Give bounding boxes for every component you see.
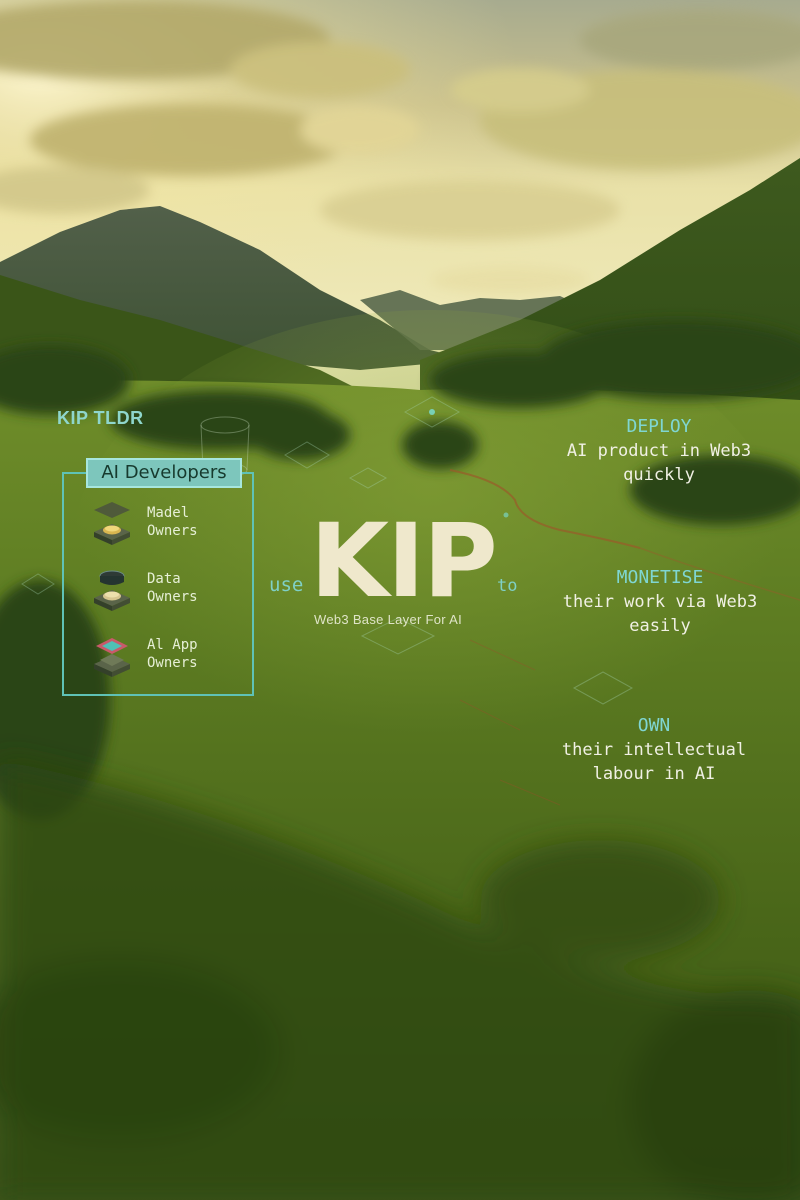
kip-title: KIP xyxy=(310,502,498,621)
kip-tldr-label: KIP TLDR xyxy=(57,408,144,428)
to-word: to xyxy=(497,576,518,596)
dev-item-data-owners: Data Owners xyxy=(90,568,250,618)
dev-item-app-owners: Al App Owners xyxy=(90,634,250,684)
benefit-monetise: MONETISE their work via Web3 easily xyxy=(538,566,782,638)
app-stack-icon xyxy=(94,638,130,677)
dev-item-label: Data Owners xyxy=(147,570,247,606)
use-word: use xyxy=(269,574,304,596)
benefit-heading: MONETISE xyxy=(616,567,704,588)
dev-item-line1: Al App xyxy=(147,637,198,653)
dev-item-line2: Owners xyxy=(147,655,198,671)
benefit-line1: their intellectual xyxy=(561,740,747,760)
dev-item-line1: Data xyxy=(147,571,181,587)
dev-item-label: Al App Owners xyxy=(147,636,247,672)
dev-item-line2: Owners xyxy=(147,523,198,539)
dev-item-model-owners: Madel Owners xyxy=(90,502,250,552)
data-stack-icon xyxy=(94,570,130,611)
benefit-line2: easily xyxy=(629,616,691,636)
benefit-line2: quickly xyxy=(623,465,695,485)
ai-developers-title: AI Developers xyxy=(86,458,242,488)
benefit-line1: their work via Web3 xyxy=(562,592,758,612)
benefit-line2: labour in AI xyxy=(592,764,716,784)
benefit-deploy: DEPLOY AI product in Web3 quickly xyxy=(540,415,778,487)
model-stack-icon xyxy=(94,502,130,545)
benefit-heading: OWN xyxy=(637,715,671,736)
dev-item-label: Madel Owners xyxy=(147,504,247,540)
dev-item-line1: Madel xyxy=(147,505,190,521)
kip-subtitle: Web3 Base Layer For AI xyxy=(314,612,462,627)
dev-item-line2: Owners xyxy=(147,589,198,605)
benefit-line1: AI product in Web3 xyxy=(566,441,752,461)
benefit-own: OWN their intellectual labour in AI xyxy=(540,714,768,786)
benefit-heading: DEPLOY xyxy=(626,416,692,437)
